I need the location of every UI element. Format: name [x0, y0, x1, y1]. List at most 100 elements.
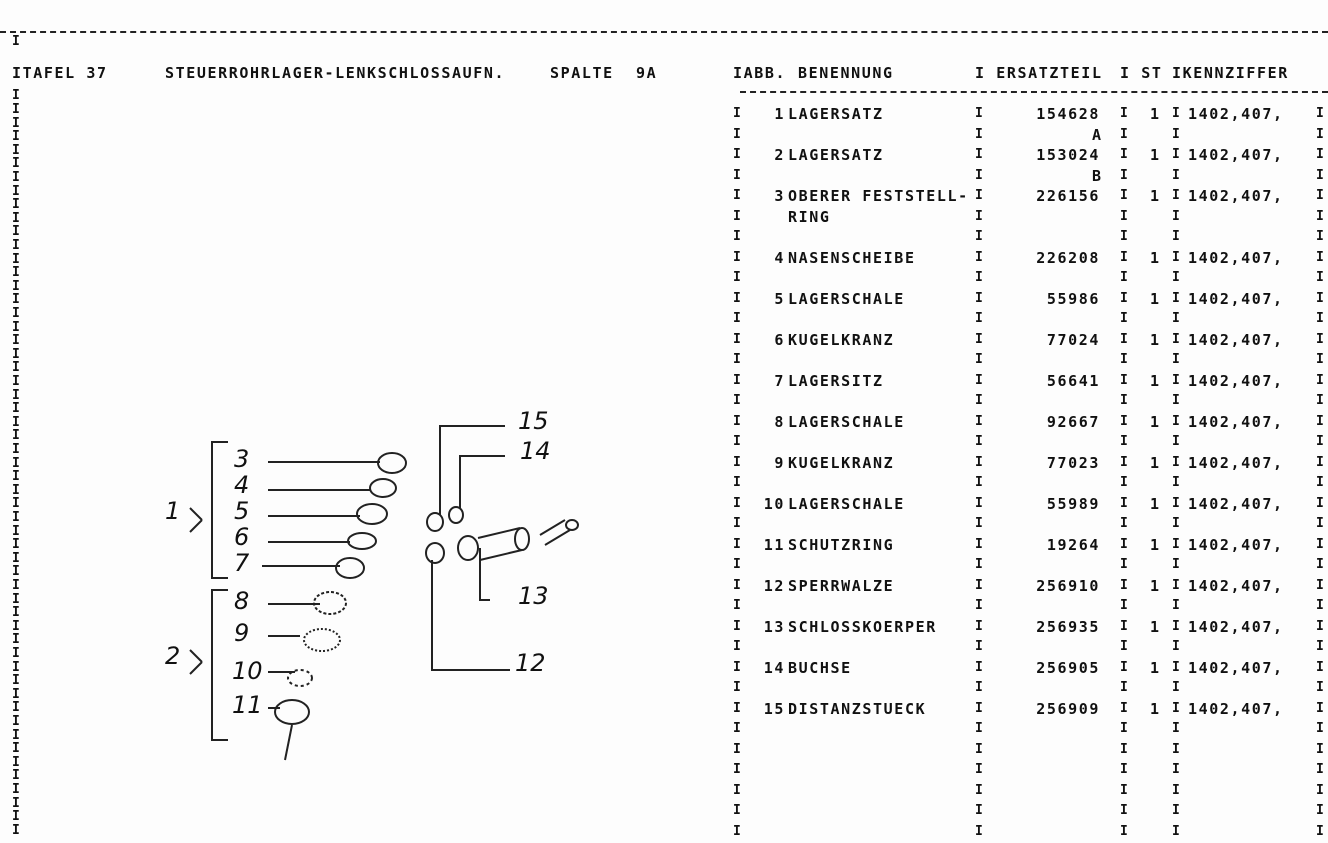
row-st: 1: [1150, 576, 1161, 595]
border-char: I: [975, 762, 983, 777]
callout-3: 3: [234, 445, 250, 473]
top-rule: [0, 31, 1328, 33]
border-char: I: [1316, 495, 1324, 511]
row-st: 1: [1150, 248, 1161, 267]
row-name-cont: RING: [788, 207, 831, 226]
row-st: 1: [1150, 187, 1161, 205]
border-char: I: [1120, 762, 1128, 777]
row-st: 1: [1150, 371, 1161, 390]
border-char: I: [733, 475, 741, 490]
border-char: I: [12, 34, 20, 49]
border-char: I: [12, 605, 20, 621]
border-char: I: [975, 208, 983, 224]
border-char: I: [733, 393, 741, 408]
border-char: I: [12, 442, 20, 457]
border-char: I: [733, 188, 741, 203]
row-kennziffer: 1402,407,: [1188, 330, 1284, 349]
row-part-number: 92667: [1046, 412, 1100, 431]
border-char: I: [12, 632, 20, 648]
border-char: I: [1172, 208, 1180, 224]
callout-15: 15: [518, 407, 549, 435]
border-char: I: [733, 372, 741, 388]
border-char: I: [1172, 311, 1180, 326]
border-char: I: [1316, 331, 1324, 347]
spalte-label: SPALTE: [550, 64, 614, 82]
border-char: I: [1172, 167, 1180, 183]
border-char: I: [1316, 536, 1324, 552]
row-st: 1: [1150, 535, 1161, 554]
row-kennziffer: 1402,407,: [1188, 289, 1284, 308]
row-kennziffer: 1402,407,: [1188, 494, 1284, 513]
border-char: I: [1316, 311, 1324, 326]
border-char: I: [733, 454, 741, 470]
header-rule: [740, 91, 1328, 93]
row-abb: 2: [774, 146, 785, 164]
border-char: I: [1316, 721, 1324, 736]
border-char: I: [1172, 188, 1180, 203]
border-char: I: [1316, 454, 1324, 470]
row-st: 1: [1150, 494, 1161, 513]
row-abb: 15: [763, 699, 785, 718]
border-char: I: [12, 795, 20, 811]
leader-lines: [262, 461, 380, 709]
border-char: I: [12, 482, 20, 498]
border-char: I: [12, 659, 20, 675]
row-abb: 8: [774, 412, 785, 431]
row-abb: 13: [763, 617, 785, 636]
border-char: I: [12, 510, 20, 525]
border-char: I: [12, 496, 20, 512]
border-char: I: [12, 115, 20, 131]
border-char: I: [1172, 823, 1180, 839]
border-char: I: [975, 126, 983, 142]
border-char: I: [12, 809, 20, 825]
border-char: I: [1120, 290, 1128, 306]
callout-10: 10: [232, 657, 263, 685]
border-char: I: [733, 249, 741, 265]
row-kennziffer: 1402,407,: [1188, 187, 1284, 205]
border-char: I: [1316, 700, 1324, 716]
border-char: I: [1172, 762, 1180, 777]
border-char: I: [1172, 516, 1180, 531]
border-char: I: [1172, 270, 1180, 285]
row-part-suffix: A: [1092, 125, 1103, 144]
border-char: I: [733, 618, 741, 634]
row-kennziffer: 1402,407,: [1188, 105, 1284, 123]
border-char: I: [1316, 290, 1324, 306]
border-char: I: [975, 598, 983, 613]
border-char: I: [1120, 577, 1128, 593]
border-char: I: [1316, 106, 1324, 121]
row-abb: 6: [774, 330, 785, 349]
border-char: I: [975, 188, 983, 203]
row-part-number: 256935: [1036, 617, 1100, 636]
border-char: I: [1120, 249, 1128, 265]
border-char: I: [1316, 680, 1324, 695]
border-char: I: [12, 550, 20, 566]
border-char: I: [1120, 126, 1128, 142]
row-part-number: 256910: [1036, 576, 1100, 595]
row-part-number: 55986: [1046, 289, 1100, 308]
border-char: I: [12, 618, 20, 634]
row-name: KUGELKRANZ: [788, 330, 895, 349]
row-name: LAGERSCHALE: [788, 494, 905, 513]
col-st-header: I ST: [1120, 64, 1163, 82]
border-char: I: [1172, 372, 1180, 388]
row-part-number: 77023: [1046, 453, 1100, 472]
row-kennziffer: 1402,407,: [1188, 412, 1284, 431]
border-char: I: [1120, 680, 1128, 695]
border-char: I: [975, 167, 983, 183]
border-char: I: [975, 372, 983, 388]
border-char: I: [12, 768, 20, 784]
callout-8: 8: [234, 587, 250, 615]
border-char: I: [1316, 475, 1324, 490]
border-char: I: [1316, 823, 1324, 839]
border-char: I: [975, 413, 983, 429]
border-char: I: [12, 183, 20, 199]
border-char: I: [1172, 700, 1180, 716]
row-name: LAGERSITZ: [788, 371, 884, 390]
border-char: I: [975, 803, 983, 818]
border-char: I: [12, 319, 20, 335]
border-char: I: [1120, 782, 1128, 798]
border-char: I: [1172, 782, 1180, 798]
row-st: 1: [1150, 105, 1161, 123]
border-char: I: [733, 311, 741, 326]
